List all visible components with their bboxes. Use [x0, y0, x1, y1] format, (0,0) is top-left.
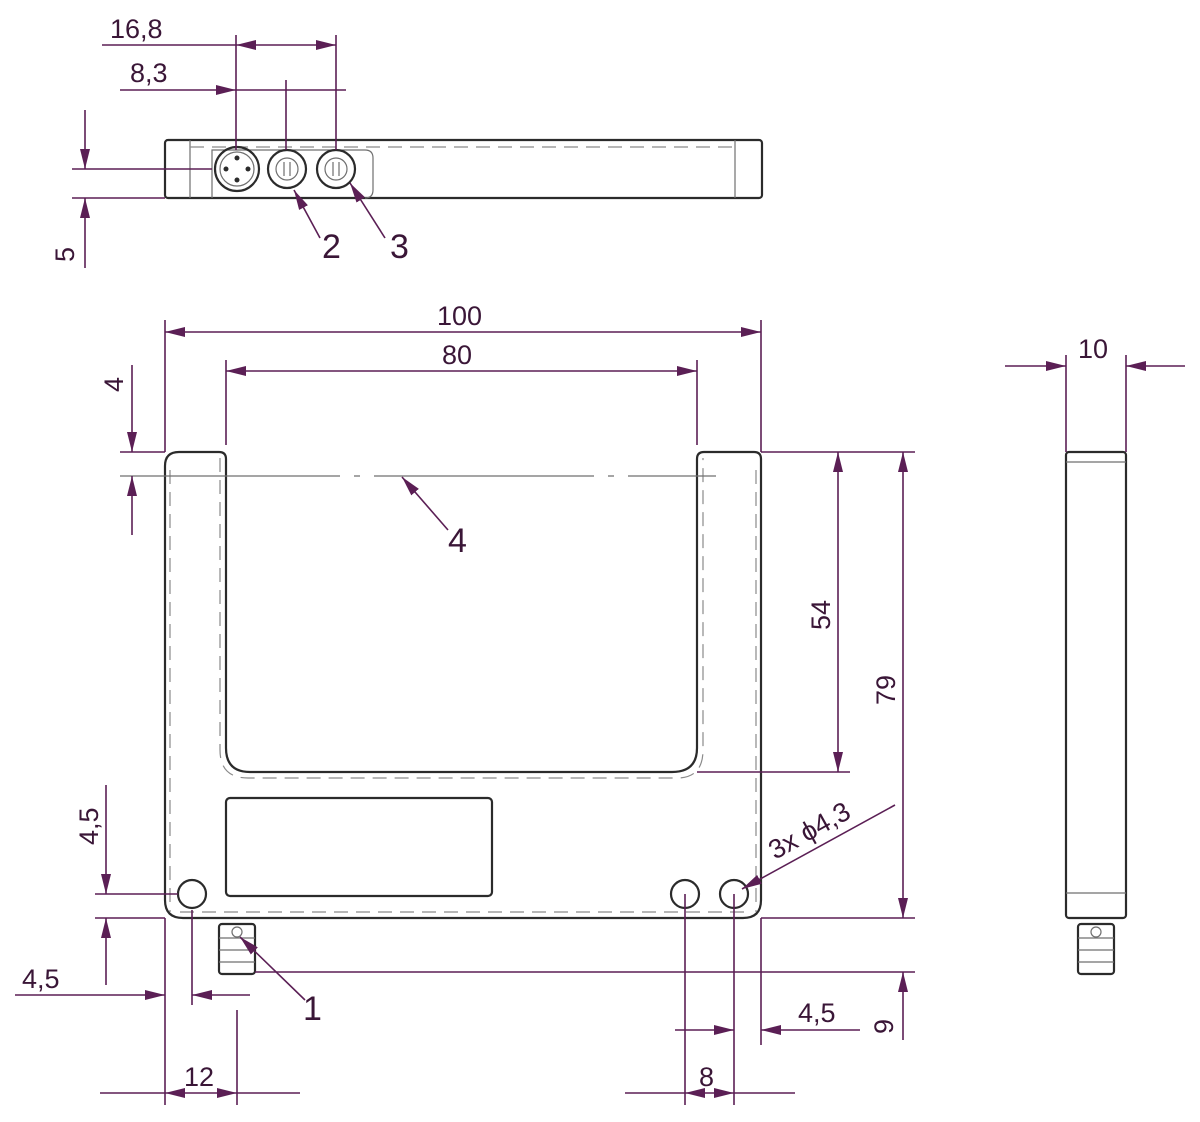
- dim-text-79: 79: [871, 675, 901, 705]
- leader-2: [293, 189, 321, 239]
- front-view: 100 80 4 4 54 79 9 3x ϕ4,3: [15, 301, 915, 1105]
- connector-front: [217, 922, 257, 976]
- callout-4: 4: [448, 522, 467, 560]
- connector-side: [1076, 922, 1116, 976]
- dim-text-45h-left: 4,5: [22, 964, 60, 994]
- dim-text-80: 80: [442, 340, 472, 370]
- dim-text-12: 12: [184, 1062, 214, 1092]
- dim-text-4: 4: [99, 377, 129, 392]
- callout-2: 2: [322, 228, 341, 266]
- leader-1: [239, 936, 306, 1001]
- dim-text-16-8: 16,8: [110, 14, 163, 44]
- dim-text-9: 9: [869, 1019, 899, 1034]
- dim-text-10: 10: [1078, 334, 1108, 364]
- indicator-3-circle: [315, 148, 357, 190]
- leader-hole-spec: [741, 804, 896, 890]
- side-view-body: [1064, 450, 1128, 920]
- label-area: [224, 796, 494, 898]
- dim-text-8: 8: [699, 1062, 714, 1092]
- fork-inner-hidden: [219, 458, 704, 779]
- connector-top-circle: [213, 145, 261, 193]
- callout-1: 1: [303, 990, 322, 1028]
- dim-text-54: 54: [806, 600, 836, 630]
- indicator-2-circle: [266, 148, 308, 190]
- top-view: 16,8 8,3 5 2 3: [50, 14, 764, 268]
- mount-hole-left: [176, 878, 208, 910]
- dim-text-8-3: 8,3: [130, 58, 168, 88]
- dim-text-45h-right: 4,5: [798, 998, 836, 1028]
- dim-text-45v: 4,5: [74, 807, 104, 845]
- leader-3: [349, 182, 386, 239]
- callout-3: 3: [390, 228, 409, 266]
- top-view-connector-recess: [211, 149, 374, 199]
- dim-text-100: 100: [437, 301, 482, 331]
- dim-text-hole-spec: 3x ϕ4,3: [763, 796, 855, 865]
- side-view: 10: [1005, 334, 1185, 976]
- fork-outline: [163, 450, 763, 920]
- dim-text-5: 5: [50, 247, 80, 262]
- leader-4: [401, 476, 449, 531]
